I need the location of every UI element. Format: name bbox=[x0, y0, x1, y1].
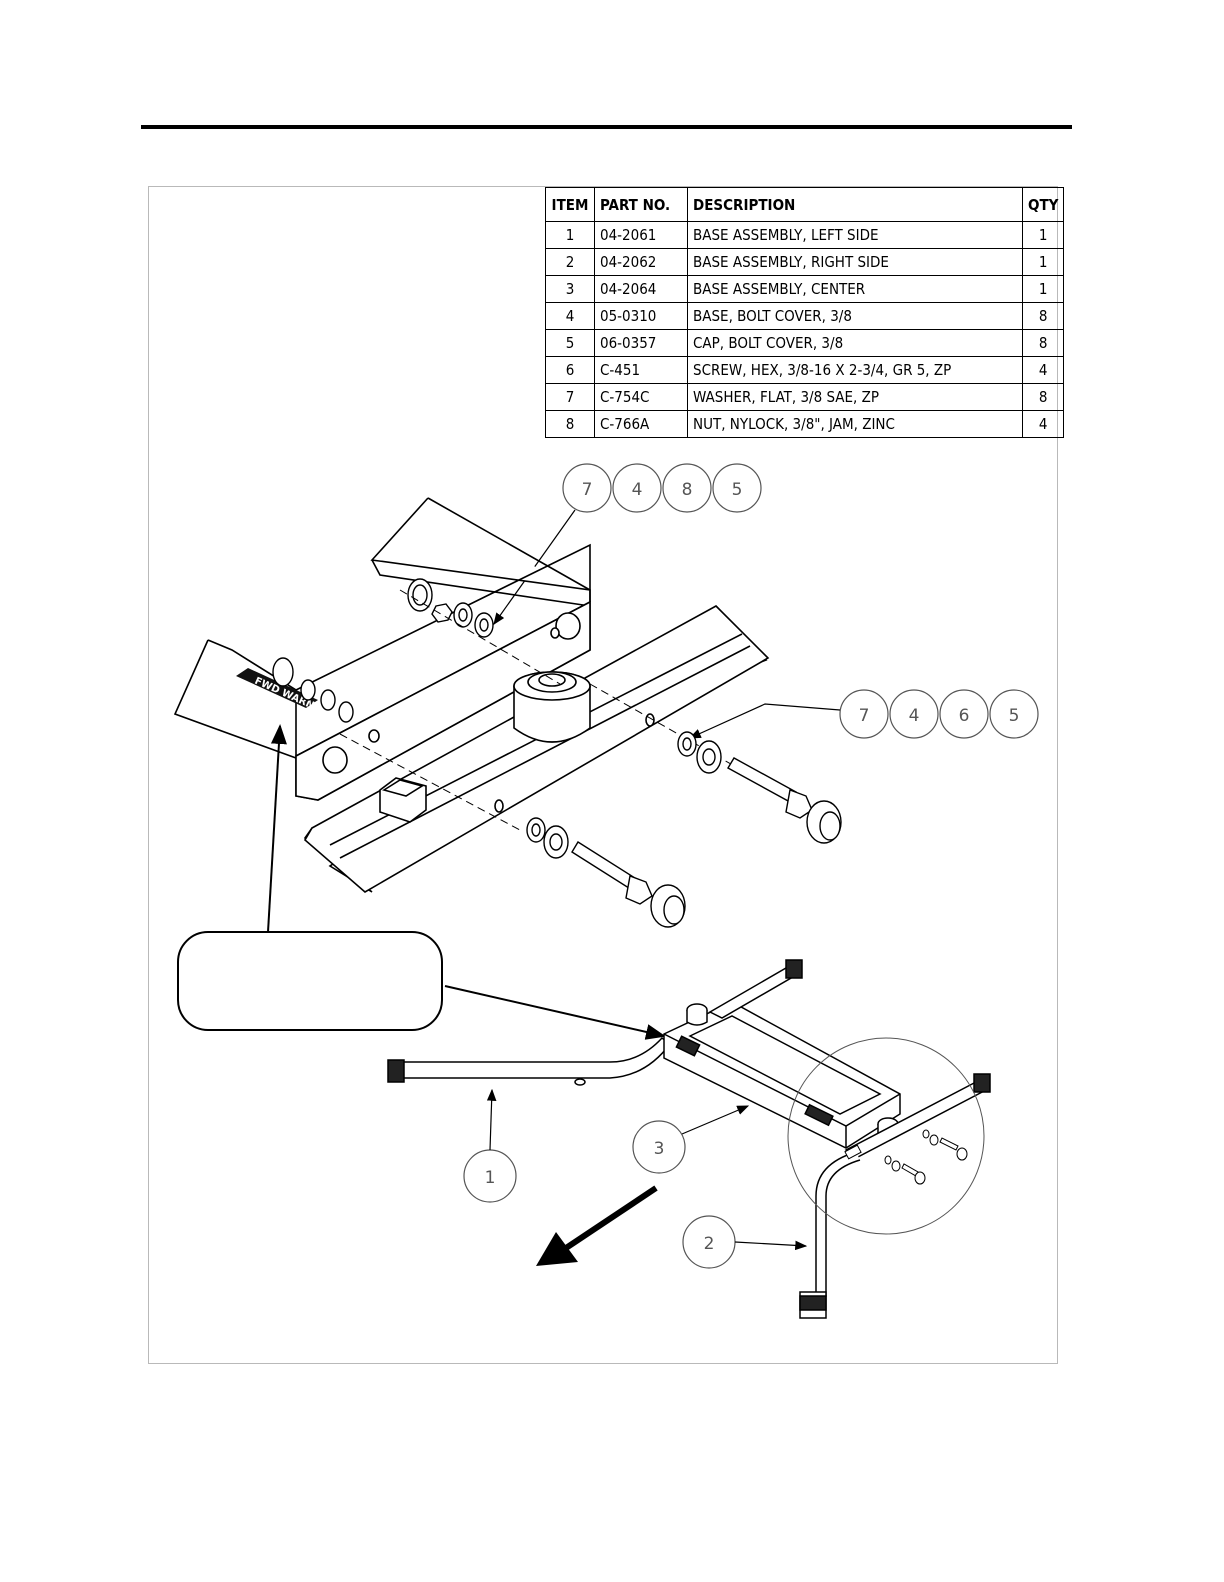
balloon-label: 7 bbox=[859, 706, 870, 726]
balloon-5: 5 bbox=[989, 689, 1039, 739]
balloon-label: 8 bbox=[682, 480, 693, 500]
row-description: BASE ASSEMBLY, CENTER bbox=[687, 275, 1023, 303]
balloon-label: 5 bbox=[1009, 706, 1020, 726]
balloon-label: 4 bbox=[909, 706, 920, 726]
balloon-8: 8 bbox=[662, 463, 712, 513]
balloon-group-top: 7 4 8 5 bbox=[562, 463, 762, 513]
balloon-item-1: 1 bbox=[463, 1149, 517, 1203]
row-qty: 4 bbox=[1021, 356, 1065, 384]
leader-line bbox=[688, 703, 841, 739]
detail-center-rail bbox=[303, 605, 770, 893]
balloon-6: 6 bbox=[939, 689, 989, 739]
bolt-assembly-right bbox=[677, 731, 842, 844]
table-row: 1 04-2061 BASE ASSEMBLY, LEFT SIDE 1 bbox=[545, 221, 1065, 249]
hardware-left-stack bbox=[272, 578, 494, 723]
balloon-label: 3 bbox=[654, 1139, 665, 1159]
forward-direction-arrow-icon bbox=[536, 1185, 658, 1266]
balloon-item-2: 2 bbox=[682, 1215, 736, 1269]
balloon-group-right: 7 4 6 5 bbox=[839, 689, 1039, 739]
parts-table: ITEM PART NO. DESCRIPTION QTY 1 04-2061 … bbox=[545, 187, 1065, 438]
row-description: BASE ASSEMBLY, LEFT SIDE bbox=[687, 221, 1023, 249]
row-part-no: 04-2061 bbox=[594, 221, 688, 249]
row-qty: 8 bbox=[1021, 383, 1065, 411]
table-row: 8 C-766A NUT, NYLOCK, 3/8", JAM, ZINC 4 bbox=[545, 410, 1065, 438]
balloon-label: 1 bbox=[485, 1168, 496, 1188]
row-part-no: C-754C bbox=[594, 383, 688, 411]
balloon-label: 6 bbox=[959, 706, 970, 726]
balloon-label: 5 bbox=[732, 480, 743, 500]
row-qty: 8 bbox=[1021, 329, 1065, 357]
row-qty: 8 bbox=[1021, 302, 1065, 330]
header-item: ITEM bbox=[545, 187, 595, 222]
parts-table-header: ITEM PART NO. DESCRIPTION QTY bbox=[545, 187, 1065, 222]
balloon-4: 4 bbox=[889, 689, 939, 739]
note-box bbox=[177, 931, 443, 1031]
balloon-5: 5 bbox=[712, 463, 762, 513]
balloon-label: 2 bbox=[704, 1234, 715, 1254]
row-qty: 1 bbox=[1021, 248, 1065, 276]
drawing-frame bbox=[148, 186, 1058, 1364]
balloon-label: 7 bbox=[582, 480, 593, 500]
row-qty: 4 bbox=[1021, 410, 1065, 438]
row-part-no: 06-0357 bbox=[594, 329, 688, 357]
row-qty: 1 bbox=[1021, 275, 1065, 303]
table-row: 4 05-0310 BASE, BOLT COVER, 3/8 8 bbox=[545, 302, 1065, 330]
top-rule bbox=[141, 125, 1072, 129]
assembly-centerline bbox=[339, 733, 521, 831]
header-qty: QTY bbox=[1021, 187, 1065, 222]
balloon-4: 4 bbox=[612, 463, 662, 513]
row-description: BASE ASSEMBLY, RIGHT SIDE bbox=[687, 248, 1023, 276]
balloon-item-3: 3 bbox=[632, 1120, 686, 1174]
row-part-no: 04-2062 bbox=[594, 248, 688, 276]
detail-left-rail bbox=[173, 497, 591, 801]
balloon-7: 7 bbox=[839, 689, 889, 739]
header-description: DESCRIPTION bbox=[687, 187, 1023, 222]
row-qty: 1 bbox=[1021, 221, 1065, 249]
table-row: 3 04-2064 BASE ASSEMBLY, CENTER 1 bbox=[545, 275, 1065, 303]
note-leader-up bbox=[267, 724, 287, 933]
row-description: BASE, BOLT COVER, 3/8 bbox=[687, 302, 1023, 330]
table-row: 2 04-2062 BASE ASSEMBLY, RIGHT SIDE 1 bbox=[545, 248, 1065, 276]
leader-line bbox=[734, 1240, 808, 1251]
note-leader-right bbox=[444, 985, 666, 1040]
leader-line bbox=[681, 1105, 750, 1135]
detail-circle bbox=[787, 1037, 985, 1235]
row-description: NUT, NYLOCK, 3/8", JAM, ZINC bbox=[687, 410, 1023, 438]
detail-circle-hardware bbox=[844, 1129, 968, 1185]
bolt-assembly-lower bbox=[526, 817, 686, 928]
overall-base-assembly bbox=[387, 959, 991, 1319]
balloon-7: 7 bbox=[562, 463, 612, 513]
row-item: 3 bbox=[545, 275, 595, 303]
header-part-no: PART NO. bbox=[594, 187, 688, 222]
leader-line bbox=[486, 1088, 497, 1151]
row-part-no: 04-2064 bbox=[594, 275, 688, 303]
row-description: SCREW, HEX, 3/8-16 X 2-3/4, GR 5, ZP bbox=[687, 356, 1023, 384]
row-part-no: C-766A bbox=[594, 410, 688, 438]
assembly-centerline bbox=[399, 589, 561, 685]
balloon-label: 4 bbox=[632, 480, 643, 500]
